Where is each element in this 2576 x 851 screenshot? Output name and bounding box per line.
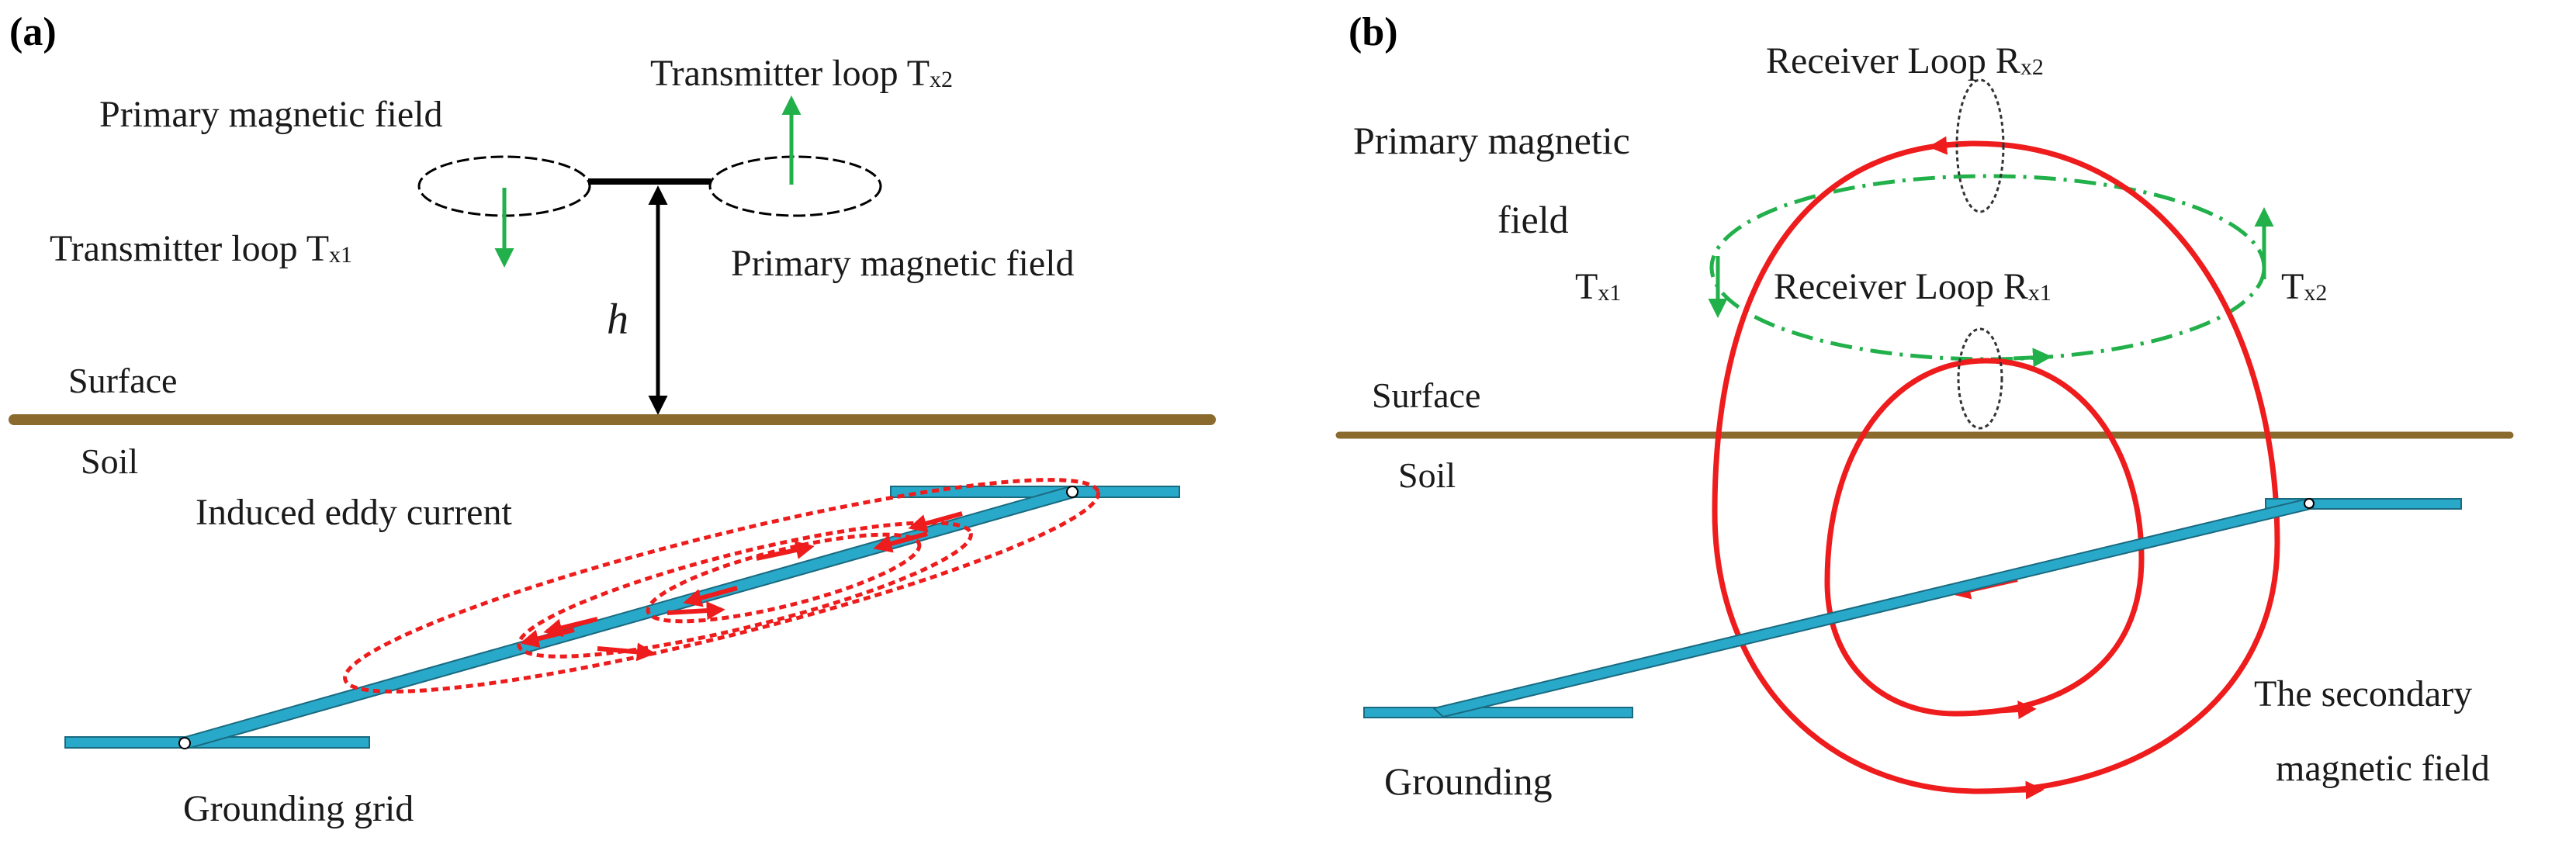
primary-field-label-left: Primary magnetic field <box>99 94 443 135</box>
primary-field-label-right: Primary magnetic field <box>731 243 1075 284</box>
secondary-field-inner-loop <box>1824 358 2145 717</box>
secondary-field-arrows <box>1928 136 2045 800</box>
secondary-field-label-line1: The secondary <box>2254 673 2472 714</box>
panel-b-tag: (b) <box>1349 10 1398 54</box>
field-arrow-bottom-icon <box>2013 348 2052 368</box>
panel-b: (b) Receiver Loop Rx2 Primary magnetic f… <box>1335 10 2514 803</box>
grounding-grid-label: Grounding grid <box>183 788 414 829</box>
eddy-current-arrows <box>520 511 963 662</box>
grid-node-bottom-a <box>178 737 191 749</box>
grounding-bar-bottom-b <box>1363 707 1633 718</box>
eddy-current-label: Induced eddy current <box>196 492 512 533</box>
soil-label-a: Soil <box>81 441 138 481</box>
grid-node-top-b <box>2304 498 2315 509</box>
surface-label-a: Surface <box>68 361 177 400</box>
grounding-bar-top-b <box>2265 498 2462 510</box>
primary-field-label-b-line2: field <box>1497 198 1569 241</box>
receiver-loop-rx1 <box>1957 327 2003 430</box>
surface-label-b: Surface <box>1372 375 1480 415</box>
tx2-label: Tx2 <box>2281 266 2327 307</box>
secondary-field-outer-loop <box>1712 140 2280 794</box>
transmitter-tx2-label: Transmitter loop Tx2 <box>650 53 953 94</box>
receiver-rx2-label: Receiver Loop Rx2 <box>1766 40 2044 81</box>
secondary-field-label-line2: magnetic field <box>2276 748 2490 789</box>
height-label: h <box>607 296 628 344</box>
grid-node-top-a <box>1066 486 1079 498</box>
soil-label-b: Soil <box>1398 455 1456 495</box>
panel-a: (a) h <box>9 10 1216 829</box>
receiver-rx1-label: Receiver Loop Rx1 <box>1774 266 2051 307</box>
primary-field-label-b-line1: Primary magnetic <box>1353 119 1630 162</box>
eddy-current-loops <box>343 478 1100 694</box>
receiver-loop-rx2 <box>1955 78 2005 213</box>
transmitter-loop-tx2 <box>708 155 882 217</box>
tx1-label: Tx1 <box>1575 266 1621 307</box>
transmitter-tx1-label: Transmitter loop Tx1 <box>50 228 352 269</box>
grounding-label-b: Grounding <box>1384 759 1553 803</box>
panel-a-tag: (a) <box>9 10 57 54</box>
